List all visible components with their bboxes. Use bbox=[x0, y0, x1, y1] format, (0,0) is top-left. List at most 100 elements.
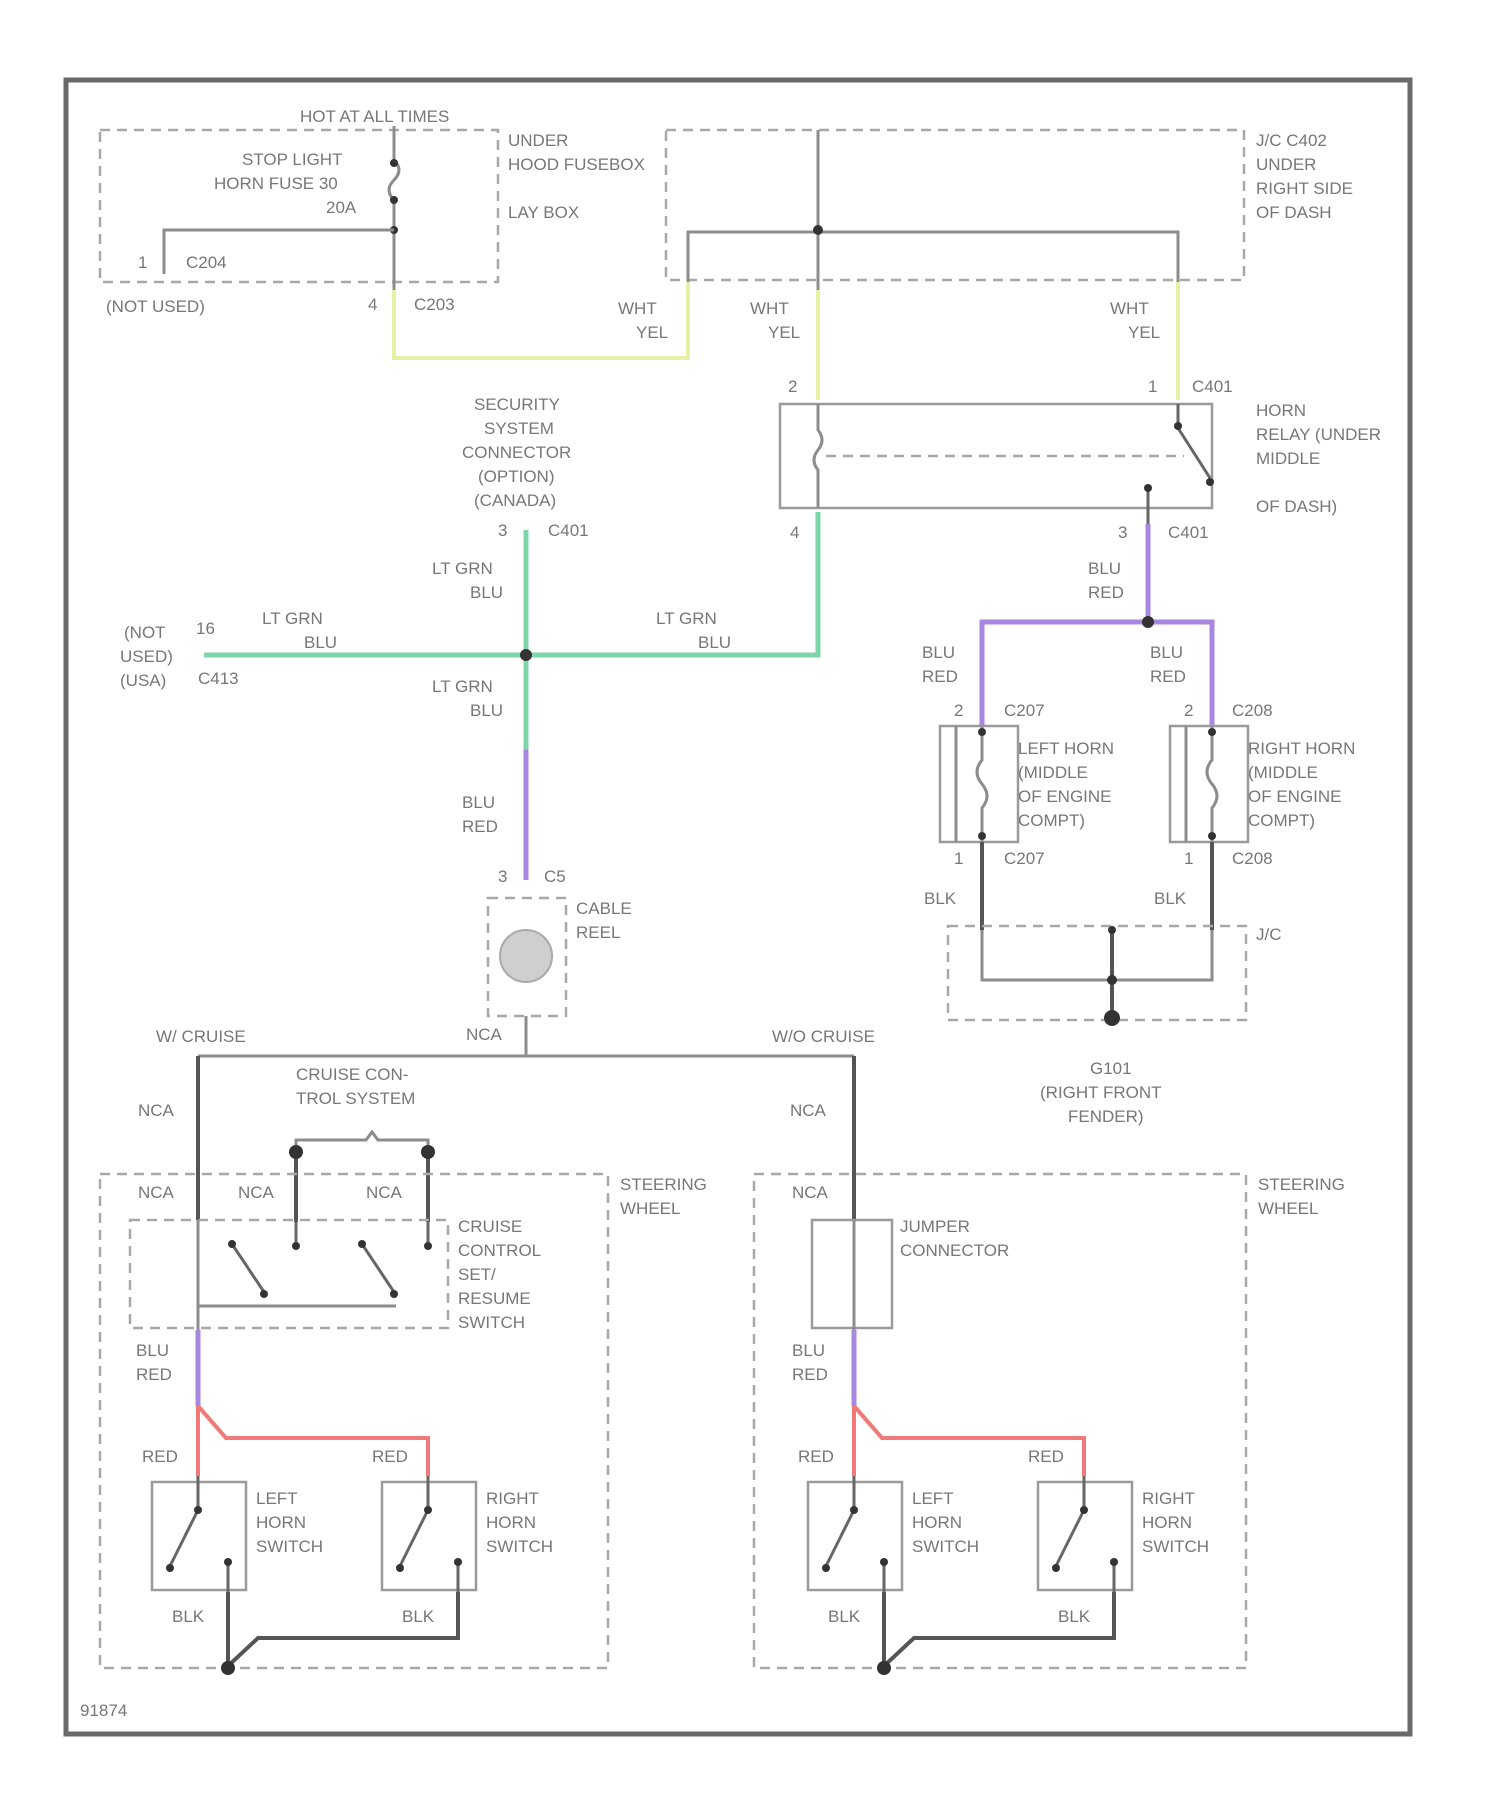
wire-label-blu-3: BLU bbox=[698, 633, 731, 652]
security-label-1: SECURITY bbox=[474, 395, 560, 414]
cable-reel-label-2: REEL bbox=[576, 923, 620, 942]
security-connector-label: C401 bbox=[548, 521, 589, 540]
wire-label-blu-right: BLU bbox=[792, 1341, 825, 1360]
not-used-label: (NOT USED) bbox=[106, 297, 205, 316]
jc-label-3: RIGHT SIDE bbox=[1256, 179, 1353, 198]
right-horn-conn-top: C208 bbox=[1232, 701, 1273, 720]
jc-ground-outline bbox=[948, 926, 1246, 1020]
left-horn-label-4: COMPT) bbox=[1018, 811, 1085, 830]
c203-label: C203 bbox=[414, 295, 455, 314]
wire-label-blu-left: BLU bbox=[136, 1341, 169, 1360]
wire-label-red-5: RED bbox=[462, 817, 498, 836]
right-horn-label-2: (MIDDLE bbox=[1248, 763, 1318, 782]
underhood-label-1: UNDER bbox=[508, 131, 568, 150]
c203-pin: 4 bbox=[368, 295, 377, 314]
cruise-system-label-2: TROL SYSTEM bbox=[296, 1089, 415, 1108]
lhs-label-a-1: LEFT bbox=[256, 1489, 298, 1508]
security-label-2: SYSTEM bbox=[484, 419, 554, 438]
not-used-usa-label-1: (NOT bbox=[124, 623, 166, 642]
cruise-set-resume-switches bbox=[198, 1220, 432, 1330]
steering-label-left-1: STEERING bbox=[620, 1175, 707, 1194]
wire-label-blk-a1: BLK bbox=[172, 1607, 205, 1626]
wire-label-red-right: RED bbox=[792, 1365, 828, 1384]
wire-label-blk-h1: BLK bbox=[924, 889, 957, 908]
jumper-label-1: JUMPER bbox=[900, 1217, 970, 1236]
nca-label-left-4: NCA bbox=[366, 1183, 403, 1202]
cc-switch-label-4: RESUME bbox=[458, 1289, 531, 1308]
blk-ground-wire-b bbox=[884, 1592, 1114, 1666]
cc-switch-label-1: CRUISE bbox=[458, 1217, 522, 1236]
wire-label-red-left: RED bbox=[136, 1365, 172, 1384]
horn-splice-dot bbox=[1142, 616, 1154, 628]
ground-label-3: FENDER) bbox=[1068, 1107, 1144, 1126]
ground-label-2: (RIGHT FRONT bbox=[1040, 1083, 1162, 1102]
horn-switch-contacts-b bbox=[822, 1476, 1118, 1592]
wire-label-blk-a2: BLK bbox=[402, 1607, 435, 1626]
security-label-3: CONNECTOR bbox=[462, 443, 571, 462]
relay-pin-2: 2 bbox=[788, 377, 797, 396]
security-pin: 3 bbox=[498, 521, 507, 540]
relay-label-2: RELAY (UNDER bbox=[1256, 425, 1381, 444]
c413-pin: 16 bbox=[196, 619, 215, 638]
hot-at-all-times-label: HOT AT ALL TIMES bbox=[300, 107, 449, 126]
wire-label-red-left-b: RED bbox=[372, 1447, 408, 1466]
left-horn-pin-1: 1 bbox=[954, 849, 963, 868]
steering-label-right-1: STEERING bbox=[1258, 1175, 1345, 1194]
wire-label-blk-b1: BLK bbox=[828, 1607, 861, 1626]
nca-label-reel: NCA bbox=[466, 1025, 503, 1044]
wire-label-yel-2: YEL bbox=[768, 323, 800, 342]
steering-label-right-2: WHEEL bbox=[1258, 1199, 1318, 1218]
relay-pin-4: 4 bbox=[790, 523, 799, 542]
rhs-label-a-3: SWITCH bbox=[486, 1537, 553, 1556]
fuse-label-2: HORN FUSE 30 bbox=[214, 174, 338, 193]
wire-label-blu-h3: BLU bbox=[1150, 643, 1183, 662]
nca-label-left-3: NCA bbox=[238, 1183, 275, 1202]
left-horn bbox=[940, 726, 1018, 842]
horn-switch-contacts-a bbox=[166, 1476, 462, 1592]
right-horn-conn-bottom: C208 bbox=[1232, 849, 1273, 868]
cable-reel-icon bbox=[500, 930, 552, 982]
wht-yel-wire-fusebox bbox=[394, 282, 688, 358]
right-horn-label-4: COMPT) bbox=[1248, 811, 1315, 830]
right-horn-pin-2: 2 bbox=[1184, 701, 1193, 720]
c204-label: C204 bbox=[186, 253, 227, 272]
rhs-label-b-2: HORN bbox=[1142, 1513, 1192, 1532]
wire-label-red-h2: RED bbox=[922, 667, 958, 686]
not-used-usa-label-3: (USA) bbox=[120, 671, 166, 690]
fuse-label-1: STOP LIGHT bbox=[242, 150, 342, 169]
nca-label-right-2: NCA bbox=[792, 1183, 829, 1202]
ground-dot-b bbox=[877, 1661, 891, 1675]
cc-switch-label-3: SET/ bbox=[458, 1265, 496, 1284]
right-horn bbox=[1170, 726, 1248, 842]
right-horn-label-3: OF ENGINE bbox=[1248, 787, 1342, 806]
relay-internals bbox=[814, 404, 1214, 524]
wo-cruise-label: W/O CRUISE bbox=[772, 1027, 875, 1046]
steering-label-left-2: WHEEL bbox=[620, 1199, 680, 1218]
relay-label-4: OF DASH) bbox=[1256, 497, 1337, 516]
wire-label-blk-h2: BLK bbox=[1154, 889, 1187, 908]
jc-c402-busbar bbox=[688, 130, 1178, 290]
wire-label-blu-4: BLU bbox=[470, 701, 503, 720]
wire-label-red-h1: RED bbox=[1088, 583, 1124, 602]
ground-label-1: G101 bbox=[1090, 1059, 1132, 1078]
jumper-label-2: CONNECTOR bbox=[900, 1241, 1009, 1260]
wire-label-blu-5: BLU bbox=[462, 793, 495, 812]
c413-label: C413 bbox=[198, 669, 239, 688]
left-horn-pin-2: 2 bbox=[954, 701, 963, 720]
left-horn-label-1: LEFT HORN bbox=[1018, 739, 1114, 758]
blk-ground-wire-a bbox=[228, 1592, 458, 1666]
wire-label-red-h3: RED bbox=[1150, 667, 1186, 686]
security-label-4: (OPTION) bbox=[478, 467, 555, 486]
left-horn-label-3: OF ENGINE bbox=[1018, 787, 1112, 806]
lhs-label-b-3: SWITCH bbox=[912, 1537, 979, 1556]
rhs-label-b-1: RIGHT bbox=[1142, 1489, 1195, 1508]
relay-label-1: HORN bbox=[1256, 401, 1306, 420]
underhood-label-3: LAY BOX bbox=[508, 203, 579, 222]
jc-label-2: UNDER bbox=[1256, 155, 1316, 174]
left-horn-conn-top: C207 bbox=[1004, 701, 1045, 720]
wire-label-ltgrn-1: LT GRN bbox=[432, 559, 493, 578]
left-horn-conn-bottom: C207 bbox=[1004, 849, 1045, 868]
relay-connector-label: C401 bbox=[1192, 377, 1233, 396]
security-label-5: (CANADA) bbox=[474, 491, 556, 510]
underhood-label-2: HOOD FUSEBOX bbox=[508, 155, 645, 174]
